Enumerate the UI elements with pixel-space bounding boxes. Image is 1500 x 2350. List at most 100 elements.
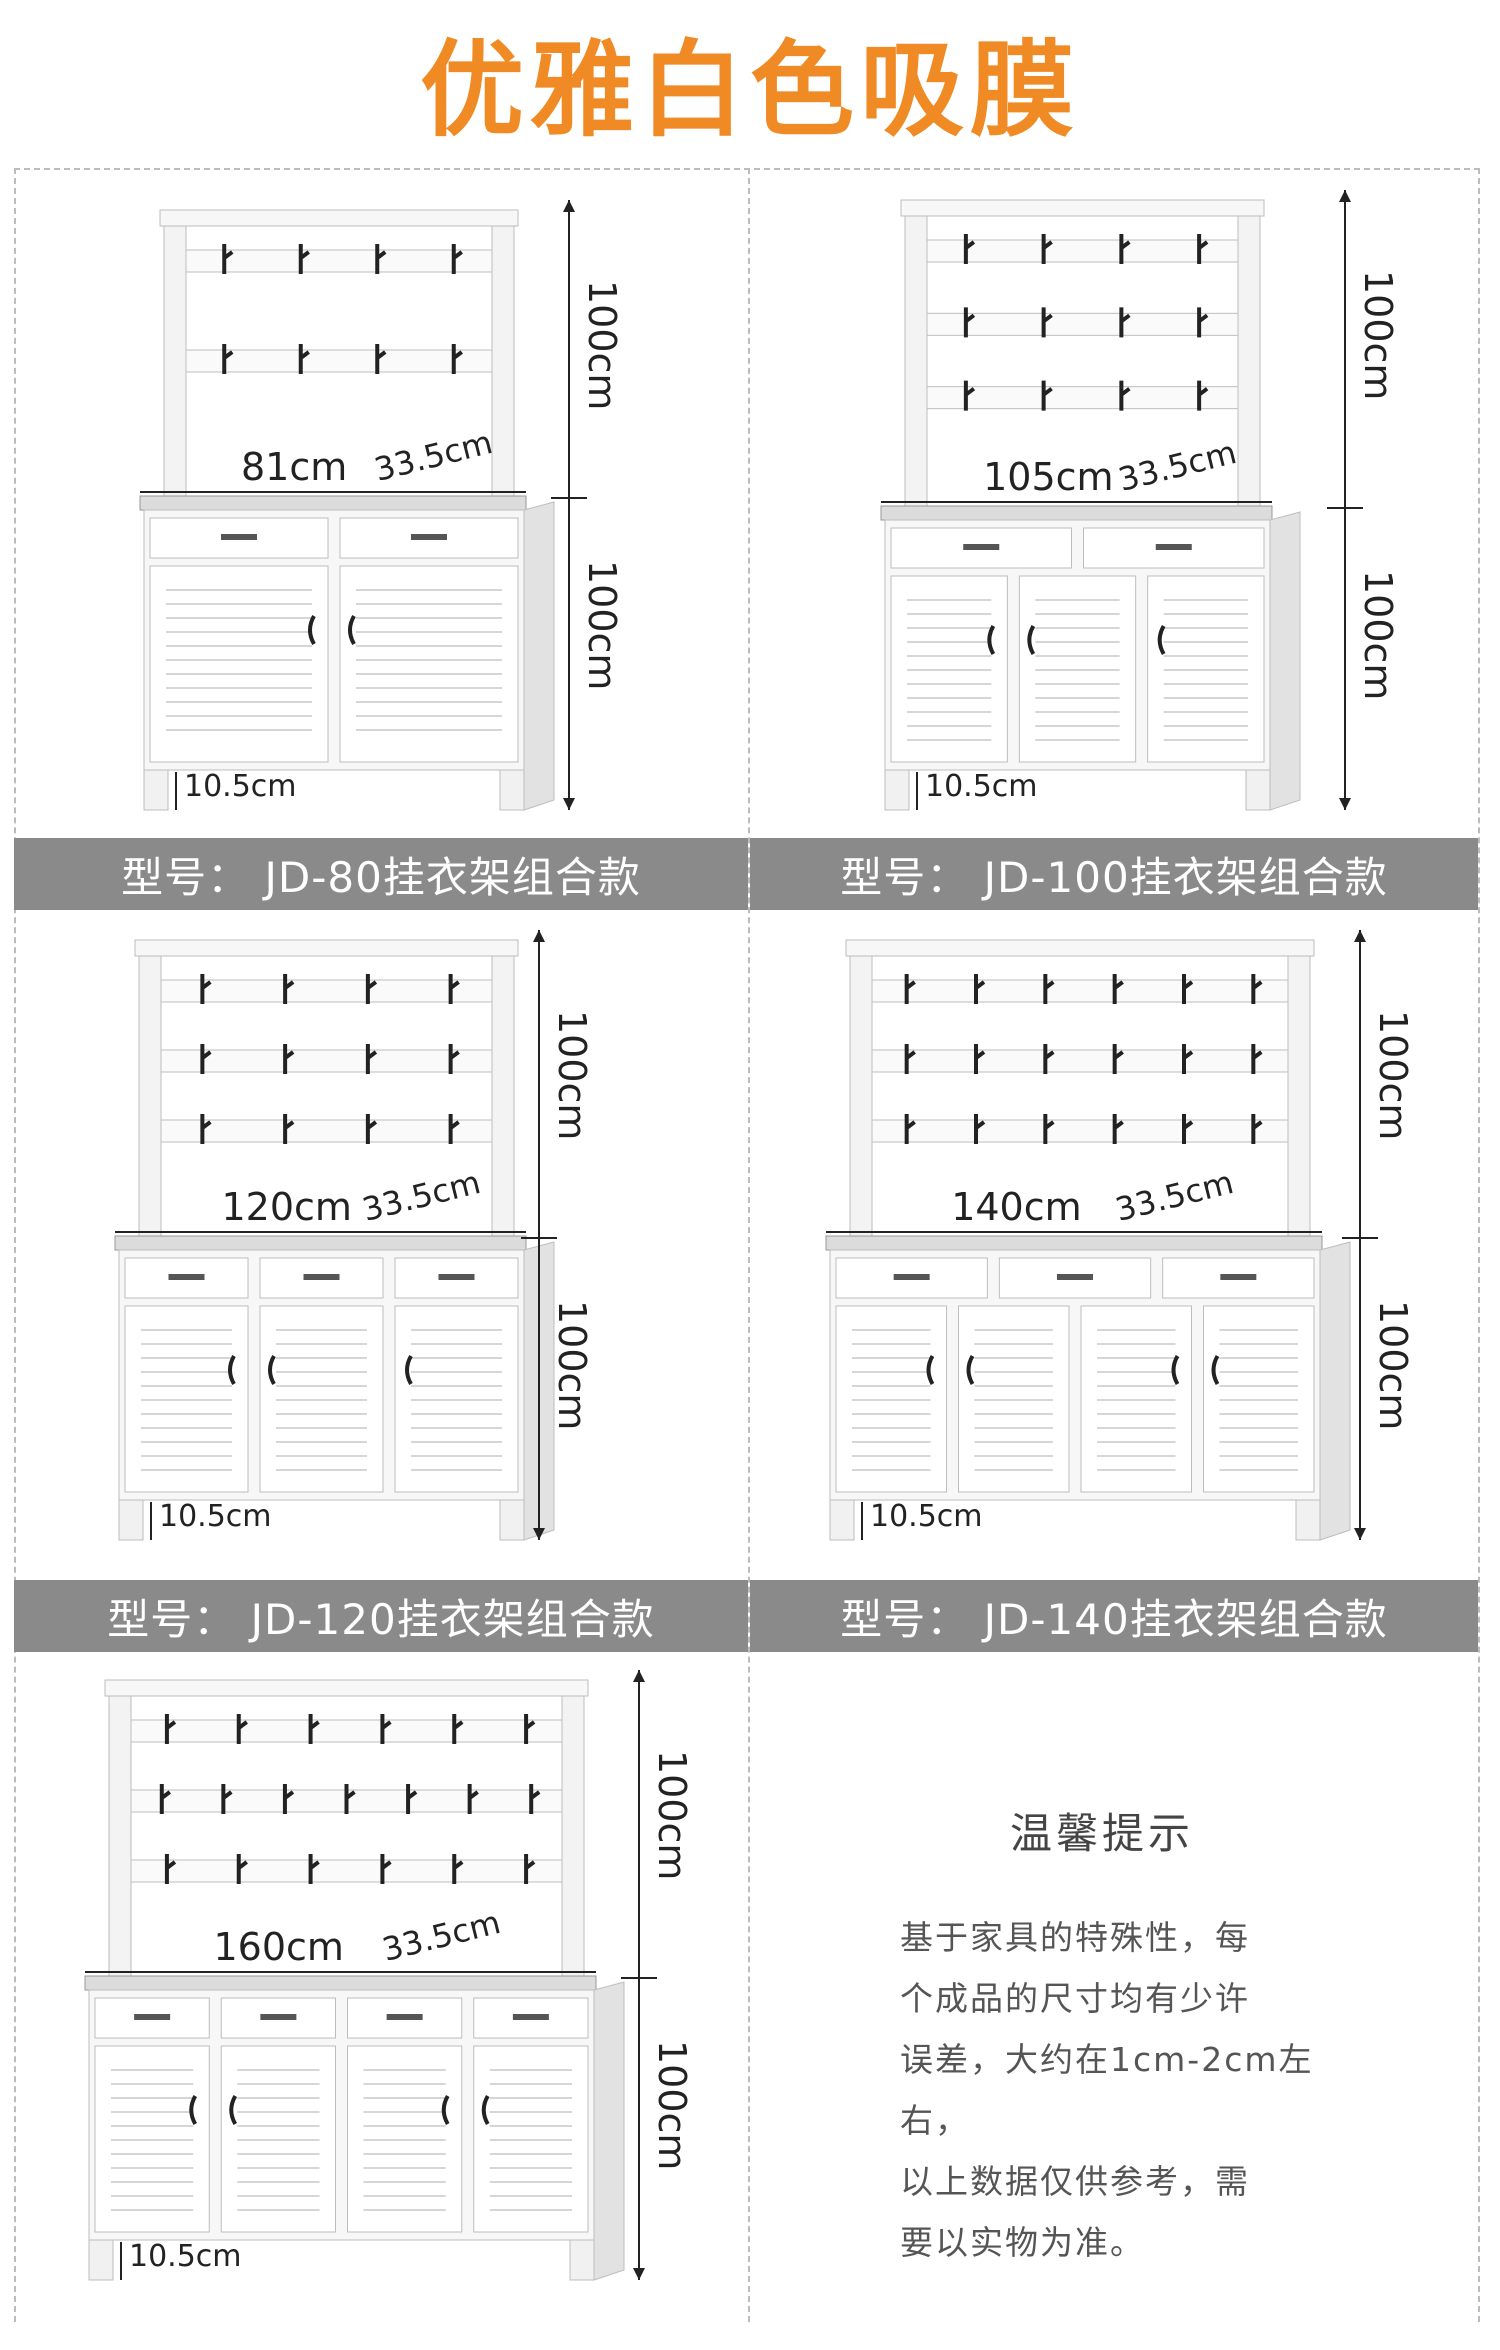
drawer-handle-icon bbox=[512, 2014, 549, 2020]
arrow-down-icon bbox=[533, 1528, 545, 1540]
hook-rail bbox=[926, 312, 1239, 336]
width-label: 160cm bbox=[213, 1925, 344, 1969]
arrow-down-icon bbox=[1339, 798, 1351, 810]
coat-hook-icon bbox=[1119, 234, 1131, 264]
coat-hook-icon bbox=[298, 344, 310, 374]
cabinet-illustration bbox=[880, 190, 1363, 811]
door-handle-icon bbox=[228, 1355, 236, 1385]
louvered-door bbox=[149, 565, 329, 763]
coat-hook-icon bbox=[1112, 1114, 1124, 1144]
door-handle-icon bbox=[1211, 1355, 1220, 1385]
hutch-top-shelf bbox=[104, 1679, 589, 1697]
door-handle-icon bbox=[481, 2095, 490, 2125]
door-handle-icon bbox=[1157, 625, 1166, 655]
cabinet-side-panel bbox=[593, 1981, 625, 2281]
upper-height-label: 100cm bbox=[650, 1750, 694, 1881]
cabinet-leg bbox=[88, 2239, 114, 2281]
coat-hook-icon bbox=[904, 974, 916, 1004]
coat-hook-icon bbox=[164, 1714, 177, 1744]
grid-divider-right bbox=[1478, 168, 1480, 2322]
coat-hook-icon bbox=[451, 244, 463, 274]
coat-hook-icon bbox=[298, 244, 310, 274]
drawer-handle-icon bbox=[893, 1274, 930, 1280]
base-height-label: 10.5cm bbox=[159, 1499, 272, 1534]
hook-rail bbox=[130, 1859, 563, 1883]
door-handle-icon bbox=[441, 2095, 450, 2125]
base-height-label: 10.5cm bbox=[870, 1499, 983, 1534]
upper-height-label: 100cm bbox=[550, 1010, 594, 1141]
base-height-label: 10.5cm bbox=[129, 2239, 242, 2274]
countertop bbox=[139, 495, 527, 511]
lower-height-label: 100cm bbox=[550, 1300, 594, 1431]
model-label: 型号： JD-140挂衣架组合款 bbox=[750, 1580, 1478, 1652]
coat-hook-icon bbox=[1182, 1114, 1194, 1144]
cabinet-leg bbox=[499, 769, 525, 811]
door-handle-icon bbox=[268, 1355, 276, 1385]
drawer bbox=[890, 527, 1072, 569]
coat-hook-icon bbox=[365, 1044, 378, 1074]
hutch-side-right bbox=[491, 939, 515, 1241]
drawer-handle-icon bbox=[221, 534, 257, 540]
coat-hook-icon bbox=[904, 1044, 916, 1074]
lower-height-label: 100cm bbox=[580, 560, 624, 691]
coat-hook-icon bbox=[375, 344, 387, 374]
base-height-label: 10.5cm bbox=[925, 769, 1038, 804]
base-height-label: 10.5cm bbox=[184, 769, 297, 804]
drawer-handle-icon bbox=[438, 1274, 475, 1280]
coat-hook-icon bbox=[200, 1044, 212, 1074]
coat-hook-icon bbox=[1197, 380, 1209, 411]
cabinet-leg bbox=[499, 1499, 525, 1541]
coat-hook-icon bbox=[159, 1784, 171, 1814]
arrow-up-icon bbox=[633, 1670, 645, 1682]
drawer-handle-icon bbox=[303, 1274, 340, 1280]
coat-hook-icon bbox=[1112, 1044, 1124, 1074]
notice-line: 基于家具的特殊性，每 bbox=[900, 1918, 1250, 1957]
hutch-side-right bbox=[1237, 199, 1261, 511]
cabinet-leg bbox=[829, 1499, 855, 1541]
coat-hook-icon bbox=[974, 1044, 986, 1074]
product-grid bbox=[14, 168, 1480, 2324]
hutch-top-shelf bbox=[845, 939, 1315, 957]
coat-hook-icon bbox=[406, 1784, 418, 1814]
coat-hook-icon bbox=[308, 1714, 320, 1744]
drawer-handle-icon bbox=[1155, 544, 1192, 550]
coat-hook-icon bbox=[164, 1854, 177, 1884]
coat-hook-icon bbox=[283, 974, 295, 1004]
hutch-side-left bbox=[849, 939, 873, 1241]
coat-hook-icon bbox=[380, 1714, 392, 1744]
grid-divider-left bbox=[14, 168, 16, 2322]
width-label: 105cm bbox=[983, 455, 1114, 499]
upper-height-label: 100cm bbox=[1371, 1010, 1415, 1141]
hook-rail bbox=[871, 1119, 1289, 1143]
coat-hook-icon bbox=[448, 1114, 460, 1144]
drawer-handle-icon bbox=[411, 534, 447, 540]
cabinet-illustration bbox=[114, 930, 557, 1541]
louvered-door bbox=[339, 565, 519, 763]
hutch-side-left bbox=[163, 209, 187, 501]
coat-hook-icon bbox=[524, 1854, 536, 1884]
door-handle-icon bbox=[1171, 1355, 1180, 1385]
width-label: 81cm bbox=[241, 445, 348, 489]
hook-rail bbox=[160, 1119, 493, 1143]
hutch-top-shelf bbox=[159, 209, 519, 227]
cabinet-leg bbox=[569, 2239, 595, 2281]
coat-hook-icon bbox=[467, 1784, 479, 1814]
coat-hook-icon bbox=[452, 1854, 464, 1884]
hook-rail bbox=[185, 349, 493, 373]
coat-hook-icon bbox=[451, 344, 463, 374]
notice-line: 误差，大约在1cm-2cm左右， bbox=[900, 2040, 1314, 2140]
cabinet-leg bbox=[118, 1499, 144, 1541]
countertop bbox=[84, 1975, 597, 1991]
cabinet-leg bbox=[1295, 1499, 1321, 1541]
door-handle-icon bbox=[987, 625, 996, 655]
coat-hook-icon bbox=[1043, 1114, 1055, 1144]
hook-rail bbox=[160, 1049, 493, 1073]
notice-panel: 温馨提示 基于家具的特殊性，每 个成品的尺寸均有少许 误差，大约在1cm-2cm… bbox=[900, 1800, 1380, 2273]
drawer-handle-icon bbox=[134, 2014, 171, 2020]
door-handle-icon bbox=[926, 1355, 935, 1385]
coat-hook-icon bbox=[1041, 307, 1053, 338]
cabinet-leg bbox=[1245, 769, 1271, 811]
